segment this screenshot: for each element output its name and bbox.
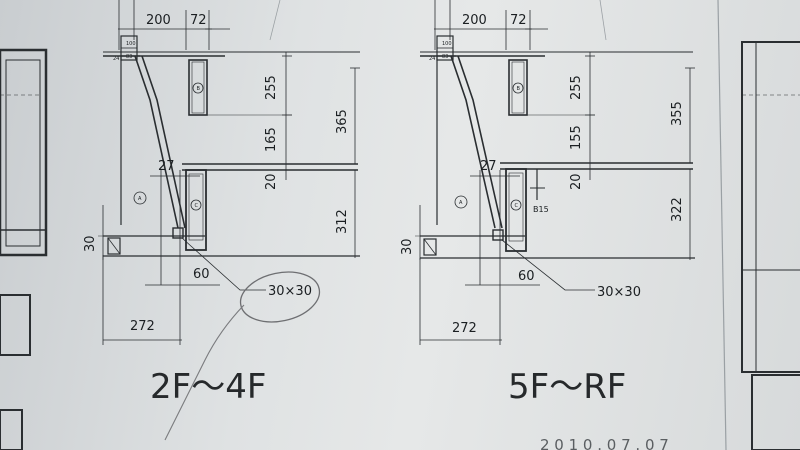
mark-top-c: 83 — [126, 54, 132, 60]
panel-title: 2F～4F — [150, 367, 266, 407]
mark-top-a: 24 — [113, 56, 119, 62]
section-detail-5f-rf: 200 72 24 100 83 B A C B15 — [400, 0, 695, 407]
dim-272: 272 — [452, 321, 477, 336]
circle-b-label: B — [517, 86, 521, 92]
right-sheet-fragment — [717, 0, 800, 450]
dim-155: 155 — [569, 125, 584, 150]
dim-272: 272 — [130, 319, 155, 334]
dim-72: 72 — [190, 13, 207, 28]
dim-60: 60 — [193, 267, 210, 282]
dim-255: 255 — [569, 75, 584, 100]
mark-top-c: 83 — [442, 54, 448, 60]
dim-27: 27 — [480, 159, 497, 174]
dim-200: 200 — [146, 13, 171, 28]
mark-top-b: 100 — [126, 41, 136, 47]
dim-365: 365 — [335, 109, 350, 134]
dim-20: 20 — [569, 173, 584, 190]
dim-312: 312 — [335, 209, 350, 234]
circle-a-label: A — [459, 200, 463, 206]
panel-title: 5F～RF — [508, 367, 626, 407]
dim-27: 27 — [158, 159, 175, 174]
dim-200: 200 — [462, 13, 487, 28]
section-detail-2f-4f: 200 72 24 100 83 B A C — [83, 0, 360, 441]
left-sheet-fragment — [0, 48, 48, 450]
dim-20: 20 — [264, 173, 279, 190]
circle-c-label: C — [195, 203, 199, 209]
circle-b-label: B — [197, 86, 201, 92]
callout-30x30: 30×30 — [268, 284, 312, 299]
circle-c-label: C — [515, 203, 519, 209]
callout-30x30: 30×30 — [597, 285, 641, 300]
dim-322: 322 — [670, 197, 685, 222]
dim-255: 255 — [264, 75, 279, 100]
circle-a-label: A — [138, 196, 142, 202]
bracket-label: B15 — [533, 205, 549, 214]
dim-30: 30 — [400, 238, 415, 255]
dim-60: 60 — [518, 269, 535, 284]
dim-165: 165 — [264, 127, 279, 152]
footer-partial-text: 2 0 1 0 . 0 7 . 0 7 — [540, 436, 669, 450]
dim-30: 30 — [83, 235, 98, 252]
dim-72: 72 — [510, 13, 527, 28]
mark-top-a: 24 — [429, 56, 435, 62]
mark-top-b: 100 — [442, 41, 452, 47]
dim-355: 355 — [670, 101, 685, 126]
